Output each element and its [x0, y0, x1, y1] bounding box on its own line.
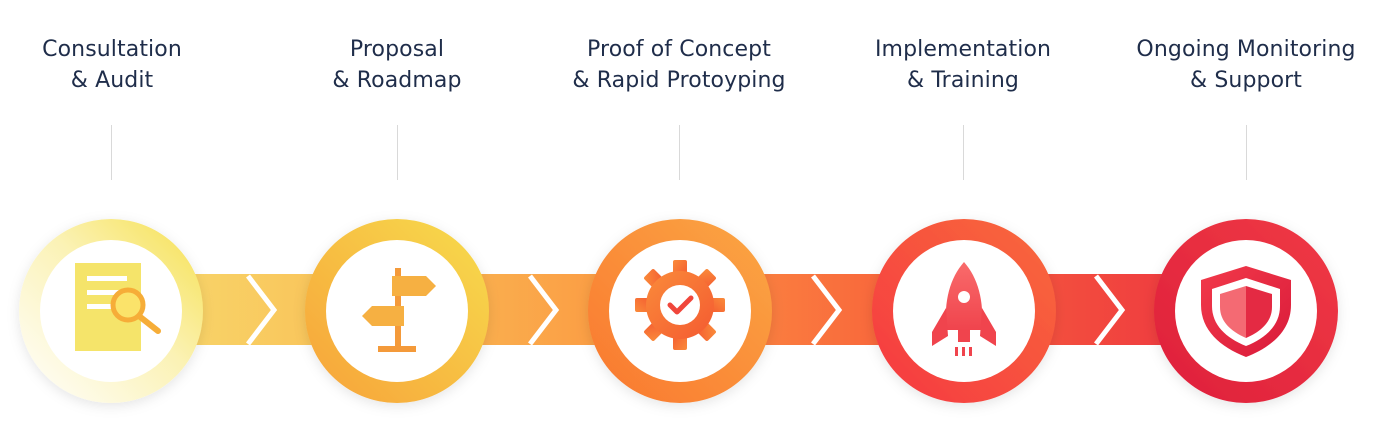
- step-5-label: Ongoing Monitoring & Support: [1106, 34, 1386, 96]
- chevron-right-icon: [1094, 274, 1126, 346]
- step-2-label: Proposal & Roadmap: [257, 34, 537, 96]
- step-4-label-line2: & Training: [907, 68, 1019, 93]
- step-1-label-line1: Consultation: [42, 37, 182, 62]
- step-4-label: Implementation & Training: [823, 34, 1103, 96]
- step-3-label-line2: & Rapid Protoyping: [572, 68, 786, 93]
- step-4-label-line1: Implementation: [874, 37, 1052, 62]
- step-2-label-line2: & Roadmap: [332, 68, 462, 93]
- step-3-label-line1: Proof of Concept: [587, 37, 771, 62]
- step-3-connector: [679, 125, 680, 180]
- step-3-label: Proof of Concept & Rapid Protoyping: [539, 34, 819, 96]
- shield-icon: [1201, 266, 1291, 357]
- signpost-icon: [362, 268, 436, 352]
- step-5-connector: [1246, 125, 1247, 180]
- step-2-label-line1: Proposal: [349, 37, 445, 62]
- document-search-icon: [75, 263, 161, 351]
- rocket-icon: [932, 262, 996, 356]
- step-2-connector: [397, 125, 398, 180]
- step-5-label-line2: & Support: [1189, 68, 1303, 93]
- gear-check-icon: [635, 260, 725, 350]
- step-1-label: Consultation & Audit: [0, 34, 252, 96]
- step-1-connector: [111, 125, 112, 180]
- chevron-right-icon: [246, 274, 278, 346]
- chevron-right-icon: [811, 274, 843, 346]
- step-5-label-line1: Ongoing Monitoring: [1136, 37, 1356, 62]
- chevron-right-icon: [528, 274, 560, 346]
- step-1-label-line2: & Audit: [70, 68, 154, 93]
- step-4-connector: [963, 125, 964, 180]
